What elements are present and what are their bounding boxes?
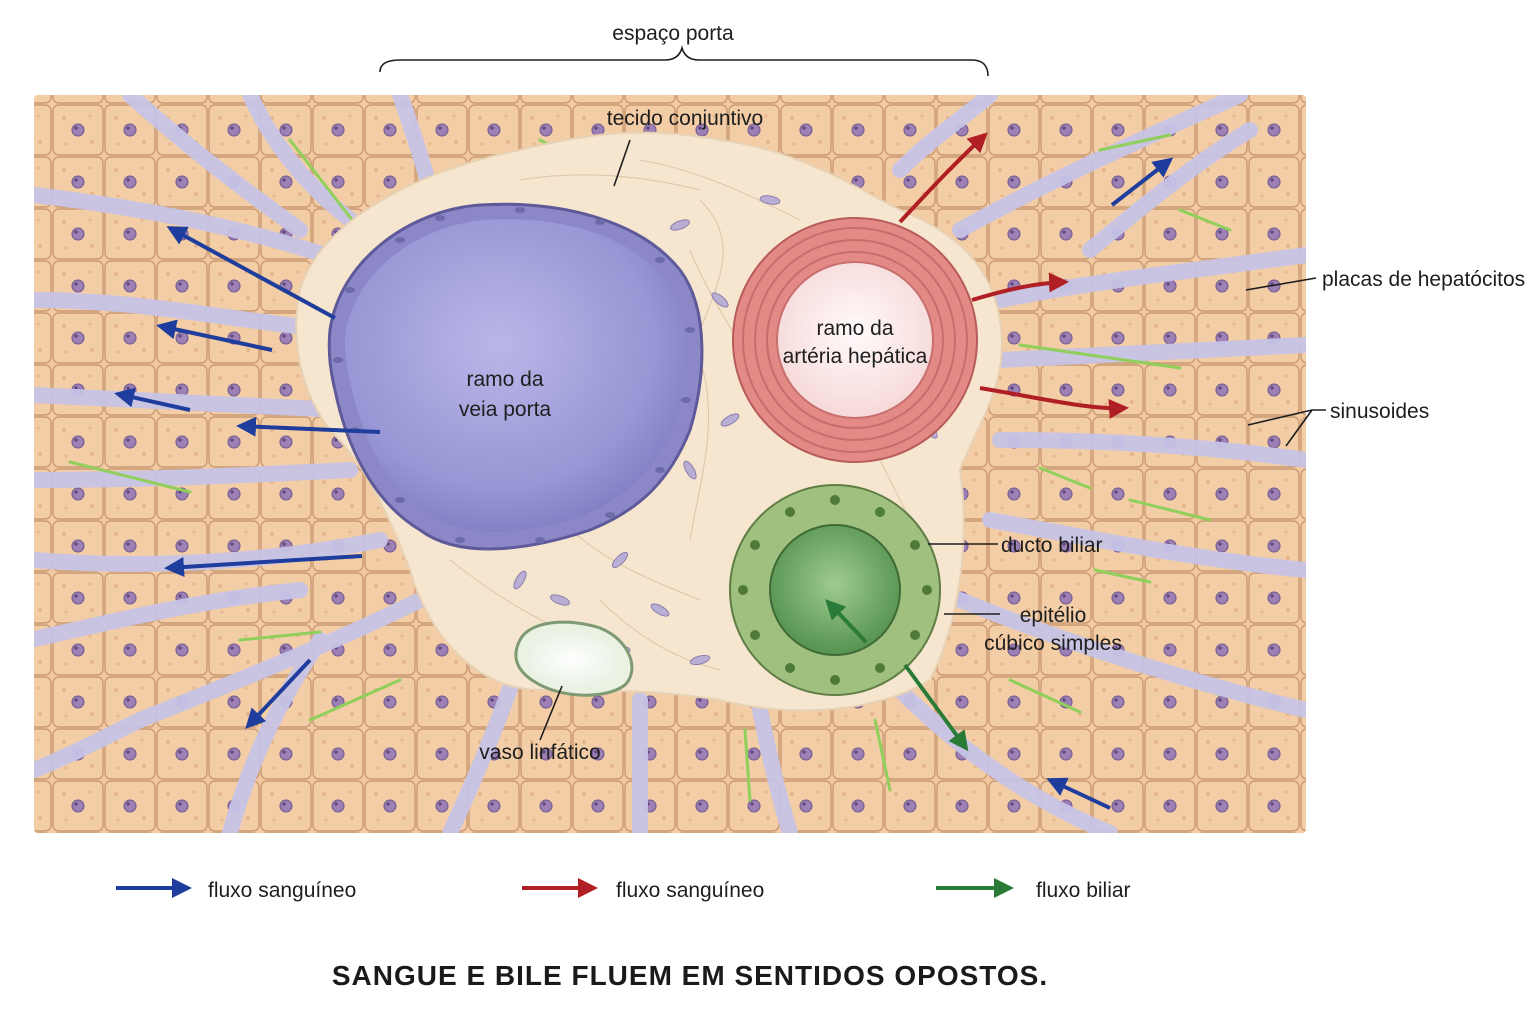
label-portal-vein-line1: ramo da bbox=[466, 368, 543, 391]
artery-muscle-rings bbox=[742, 227, 968, 453]
label-hepatic-artery-line2: artéria hepática bbox=[783, 345, 928, 368]
leader-lines bbox=[379, 45, 1326, 741]
endothelial-nuclei bbox=[333, 207, 695, 543]
bile-flow-arrows-green bbox=[825, 599, 969, 752]
artery-lumen bbox=[776, 261, 934, 419]
hepatic-artery-branch bbox=[732, 217, 978, 463]
label-lymphatic-vessel: vaso linfático bbox=[479, 741, 600, 764]
sinusoids-network bbox=[34, 95, 1306, 833]
label-connective-tissue: tecido conjuntivo bbox=[607, 107, 763, 130]
legend: fluxo sanguíneo fluxo sanguíneo fluxo bi… bbox=[116, 878, 1131, 902]
label-hepatic-artery-line1: ramo da bbox=[816, 317, 893, 340]
cuboidal-cell-nuclei bbox=[738, 495, 932, 685]
blood-flow-arrows-blue bbox=[114, 157, 1174, 810]
portal-vein-lumen bbox=[344, 219, 686, 532]
lymphatic-lumen bbox=[527, 632, 619, 687]
legend-label-blue: fluxo sanguíneo bbox=[208, 879, 356, 902]
legend-label-green: fluxo biliar bbox=[1036, 879, 1131, 902]
label-bile-duct: ducto biliar bbox=[1001, 534, 1103, 557]
bile-canaliculi bbox=[68, 133, 1232, 802]
diagram-title: SANGUE E BILE FLUEM EM SENTIDOS OPOSTOS. bbox=[332, 960, 1048, 991]
legend-label-red: fluxo sanguíneo bbox=[616, 879, 764, 902]
label-sinusoids: sinusoides bbox=[1330, 400, 1429, 423]
label-epithelium-line2: cúbico simples bbox=[984, 632, 1122, 655]
label-hepatocyte-plates: placas de hepatócitos bbox=[1322, 268, 1525, 291]
blood-flow-arrows-red bbox=[898, 132, 1129, 419]
label-portal-space: espaço porta bbox=[612, 22, 734, 45]
label-portal-vein-line2: veia porta bbox=[459, 398, 552, 421]
bile-duct bbox=[729, 484, 941, 696]
bile-duct-lumen bbox=[769, 524, 901, 656]
label-epithelium-line1: epitélio bbox=[1020, 604, 1087, 627]
portal-vein-branch bbox=[327, 202, 704, 551]
lymphatic-vessel bbox=[514, 620, 634, 697]
